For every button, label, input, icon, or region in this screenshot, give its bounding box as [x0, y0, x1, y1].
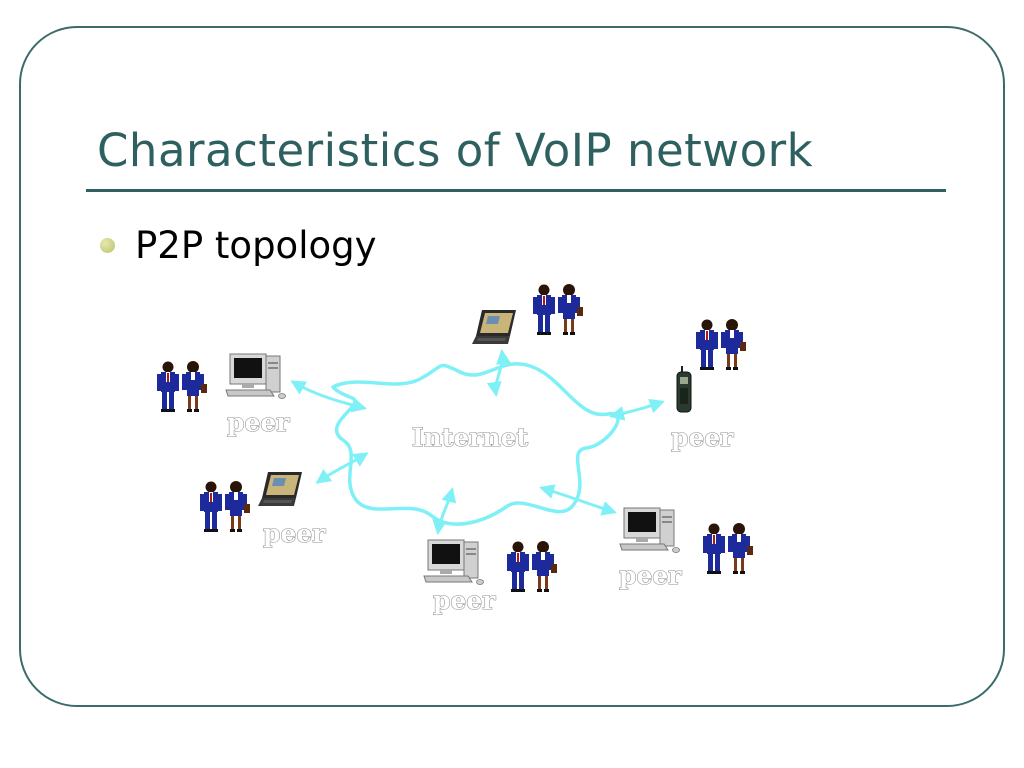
- link-peer-top: [486, 349, 511, 397]
- peer-label: peer: [263, 519, 326, 548]
- user-pair-icon: [157, 361, 207, 412]
- peer-bottom: peer: [423, 539, 557, 616]
- desktop-computer-icon: [225, 353, 286, 399]
- user-pair-icon: [703, 523, 753, 574]
- user-pair-icon: [533, 284, 583, 335]
- bullet-item: P2P topology: [100, 224, 377, 267]
- mobile-phone-icon: [676, 365, 692, 413]
- peer-left-lower: peer: [200, 472, 327, 549]
- peer-bottom-right: peer: [618, 507, 753, 591]
- user-pair-icon: [200, 481, 250, 532]
- desktop-computer-icon: [619, 507, 680, 553]
- peer-label: peer: [433, 586, 496, 615]
- peer-left: peer: [157, 353, 291, 438]
- link-peer-bottom-right: [539, 484, 617, 516]
- desktop-computer-icon: [423, 539, 484, 585]
- laptop-icon: [472, 310, 516, 344]
- bullet-dot-icon: [100, 238, 115, 253]
- link-peer-right: [609, 398, 665, 421]
- laptop-icon: [258, 472, 302, 506]
- slide-title: Characteristics of VoIP network: [97, 124, 814, 177]
- peer-top: [472, 284, 583, 344]
- peer-right: peer: [670, 319, 746, 453]
- peer-label: peer: [619, 561, 682, 590]
- peer-label: peer: [227, 408, 290, 437]
- title-underline: [86, 189, 946, 192]
- peer-label: peer: [671, 423, 734, 452]
- link-peer-left-lower: [315, 452, 369, 484]
- slide-frame: [19, 26, 1005, 707]
- user-pair-icon: [507, 541, 557, 592]
- connection-arrows: [290, 349, 665, 535]
- link-peer-left: [290, 380, 367, 413]
- link-peer-bottom: [432, 487, 457, 535]
- bullet-text: P2P topology: [135, 224, 377, 267]
- internet-label: Internet: [412, 423, 529, 452]
- user-pair-icon: [696, 319, 746, 370]
